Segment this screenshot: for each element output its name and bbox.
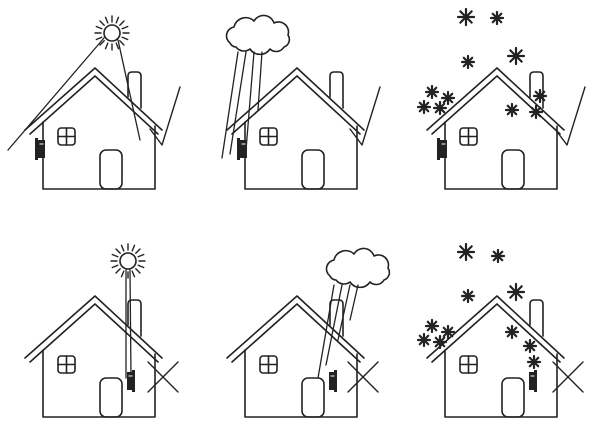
snowflake-icon xyxy=(434,102,446,114)
snowflake-icon xyxy=(528,356,540,368)
wall-unit-icon xyxy=(329,370,337,392)
snowflake-icon xyxy=(508,284,524,300)
wall-unit-icon xyxy=(529,370,537,392)
house-icon xyxy=(427,296,564,417)
wall-unit-icon xyxy=(237,138,247,160)
panel-6-snow-cross xyxy=(418,244,583,417)
snowflake-icon xyxy=(508,48,524,64)
cloud-icon xyxy=(326,248,389,287)
snowflake-icon xyxy=(458,244,474,260)
snowflake-icon xyxy=(492,250,504,262)
house-icon xyxy=(227,296,364,417)
cloud-icon xyxy=(226,15,289,54)
house-icon xyxy=(25,296,162,417)
snowflake-icon xyxy=(506,326,518,338)
snowflake-icon xyxy=(426,86,438,98)
wall-unit-icon xyxy=(127,370,135,392)
snowflake-icon xyxy=(462,56,474,68)
checkmark-icon xyxy=(350,87,380,145)
house-icon xyxy=(427,68,564,189)
snowflake-icon xyxy=(442,92,454,104)
snowflake-icon xyxy=(462,290,474,302)
snowflake-icon xyxy=(458,9,474,25)
snowflake-icon xyxy=(534,90,546,102)
panel-4-sun-cross xyxy=(25,244,178,417)
wall-unit-icon xyxy=(35,138,45,160)
snowflake-icon xyxy=(418,334,430,346)
cross-mark-icon xyxy=(348,362,378,392)
snowflake-icon xyxy=(506,104,518,116)
panel-3-snow-check xyxy=(418,9,585,189)
snowflake-icon xyxy=(491,12,503,24)
house-icon xyxy=(25,68,162,189)
sun-icon xyxy=(111,244,145,278)
snowflake-icon xyxy=(426,320,438,332)
wall-unit-icon xyxy=(437,138,447,160)
cross-mark-icon xyxy=(148,362,178,392)
panel-1-sun-check xyxy=(8,16,180,189)
panel-5-rain-cross xyxy=(227,248,389,417)
snowflake-icon xyxy=(524,340,536,352)
panel-2-rain-check xyxy=(222,15,380,189)
snowflake-icon xyxy=(418,101,430,113)
checkmark-icon xyxy=(555,87,585,145)
sun-icon xyxy=(95,16,129,50)
